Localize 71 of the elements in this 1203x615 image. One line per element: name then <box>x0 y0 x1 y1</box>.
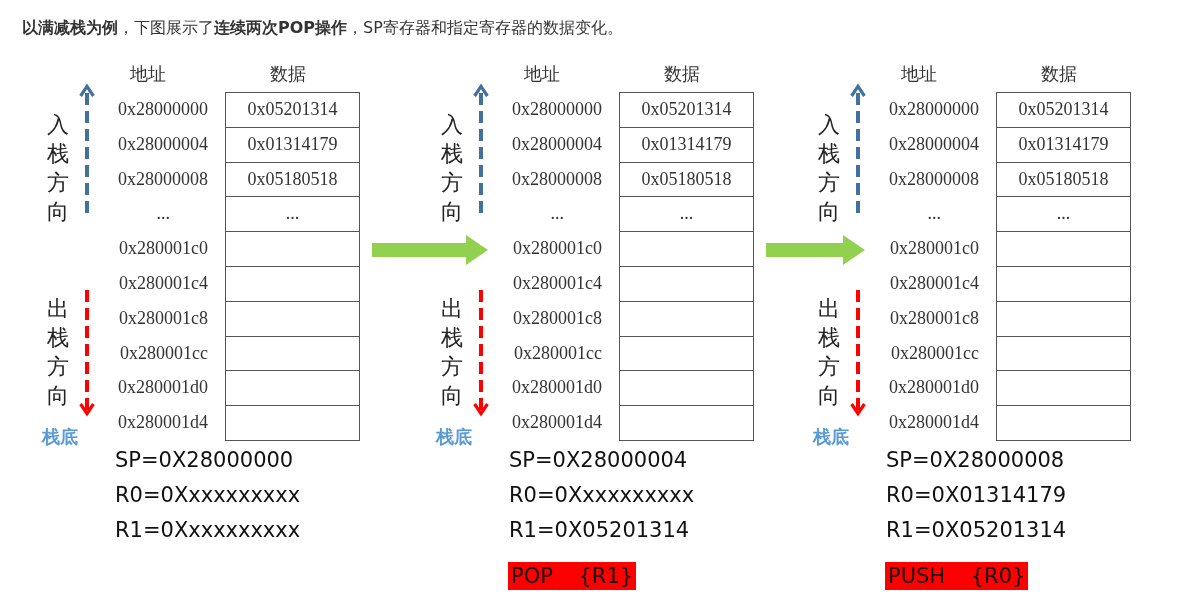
direction-label: 出栈方向 <box>440 295 464 410</box>
table-cell: 0x05201314 <box>619 92 754 128</box>
register-value: R1=0X05201314 <box>886 518 1067 542</box>
address-text: 0x280001d4 <box>512 411 602 435</box>
register-value: R0=0Xxxxxxxxxx <box>509 483 695 507</box>
address-text: ... <box>927 202 941 226</box>
direction-label: 出栈方向 <box>46 295 70 410</box>
table-cell: 0x01314179 <box>996 126 1131 163</box>
register-value: R0=0X01314179 <box>886 483 1067 507</box>
address-text: 0x280001cc <box>514 341 602 365</box>
column-header: 数据 <box>664 62 700 86</box>
address-text: 0x28000000 <box>118 98 208 121</box>
table-cell: ... <box>996 196 1131 233</box>
address-text: 0x28000004 <box>118 132 208 156</box>
direction-label: 出栈方向 <box>817 295 841 410</box>
address-text: 0x280001d0 <box>512 376 602 400</box>
column-header: 地址 <box>901 62 937 86</box>
table-cell: 0x01314179 <box>225 126 360 163</box>
stack-bottom-label: 栈底 <box>436 425 472 449</box>
table-cell: 0x05201314 <box>225 92 360 128</box>
address-text: 0x280001d4 <box>889 411 979 435</box>
register-value: SP=0X28000008 <box>886 448 1065 472</box>
register-value: R1=0Xxxxxxxxxx <box>115 518 301 542</box>
address-text: 0x280001c8 <box>119 306 208 330</box>
arrow <box>372 235 488 265</box>
address-text: 0x28000004 <box>889 132 979 156</box>
direction-label: 入栈方向 <box>46 111 70 226</box>
address-text: ... <box>550 202 564 226</box>
address-text: 0x280001c8 <box>513 306 602 330</box>
register-value: R0=0Xxxxxxxxxx <box>115 483 301 507</box>
stack-bottom-label: 栈底 <box>42 425 78 449</box>
address-text: 0x28000008 <box>889 167 979 191</box>
address-text: 0x280001d0 <box>118 376 208 400</box>
address-text: 0x280001cc <box>891 341 979 365</box>
address-text: 0x280001c4 <box>513 272 602 295</box>
table-cell: 0x05180518 <box>225 161 360 198</box>
address-text: 0x28000008 <box>512 167 602 191</box>
table-cell: 0x05201314 <box>996 92 1131 128</box>
direction-label: 入栈方向 <box>440 111 464 226</box>
address-text: 0x28000008 <box>118 167 208 191</box>
operation-label: PUSH {R0} <box>885 562 1029 590</box>
table-cell: 0x05180518 <box>619 161 754 198</box>
address-text: 0x28000000 <box>889 98 979 121</box>
address-text: 0x280001c0 <box>513 237 602 261</box>
register-value: SP=0X28000000 <box>115 448 294 472</box>
arrow <box>766 235 865 265</box>
title-text: 以满减栈为例，下图展示了连续两次POP操作，SP寄存器和指定寄存器的数据变化。 <box>22 18 623 39</box>
table-cell: 0x05180518 <box>996 161 1131 198</box>
register-value: SP=0X28000004 <box>509 448 688 472</box>
column-header: 数据 <box>1041 62 1077 86</box>
table-cell: ... <box>619 196 754 233</box>
address-text: 0x28000000 <box>512 98 602 121</box>
column-header: 地址 <box>130 62 166 86</box>
address-text: 0x280001d4 <box>118 411 208 435</box>
operation-label: POP {R1} <box>508 562 637 590</box>
direction-label: 入栈方向 <box>817 111 841 226</box>
address-text: 0x280001c4 <box>890 272 979 295</box>
address-text: 0x280001d0 <box>889 376 979 400</box>
register-value: R1=0X05201314 <box>509 518 690 542</box>
address-text: 0x280001c4 <box>119 272 208 295</box>
address-text: 0x280001cc <box>120 341 208 365</box>
address-text: 0x280001c0 <box>890 237 979 261</box>
column-header: 地址 <box>524 62 560 86</box>
column-header: 数据 <box>270 62 306 86</box>
address-text: 0x280001c8 <box>890 306 979 330</box>
table-cell: ... <box>225 196 360 233</box>
table-cell: 0x01314179 <box>619 126 754 163</box>
address-text: ... <box>156 202 170 226</box>
address-text: 0x280001c0 <box>119 237 208 261</box>
address-text: 0x28000004 <box>512 132 602 156</box>
stack-bottom-label: 栈底 <box>813 425 849 449</box>
